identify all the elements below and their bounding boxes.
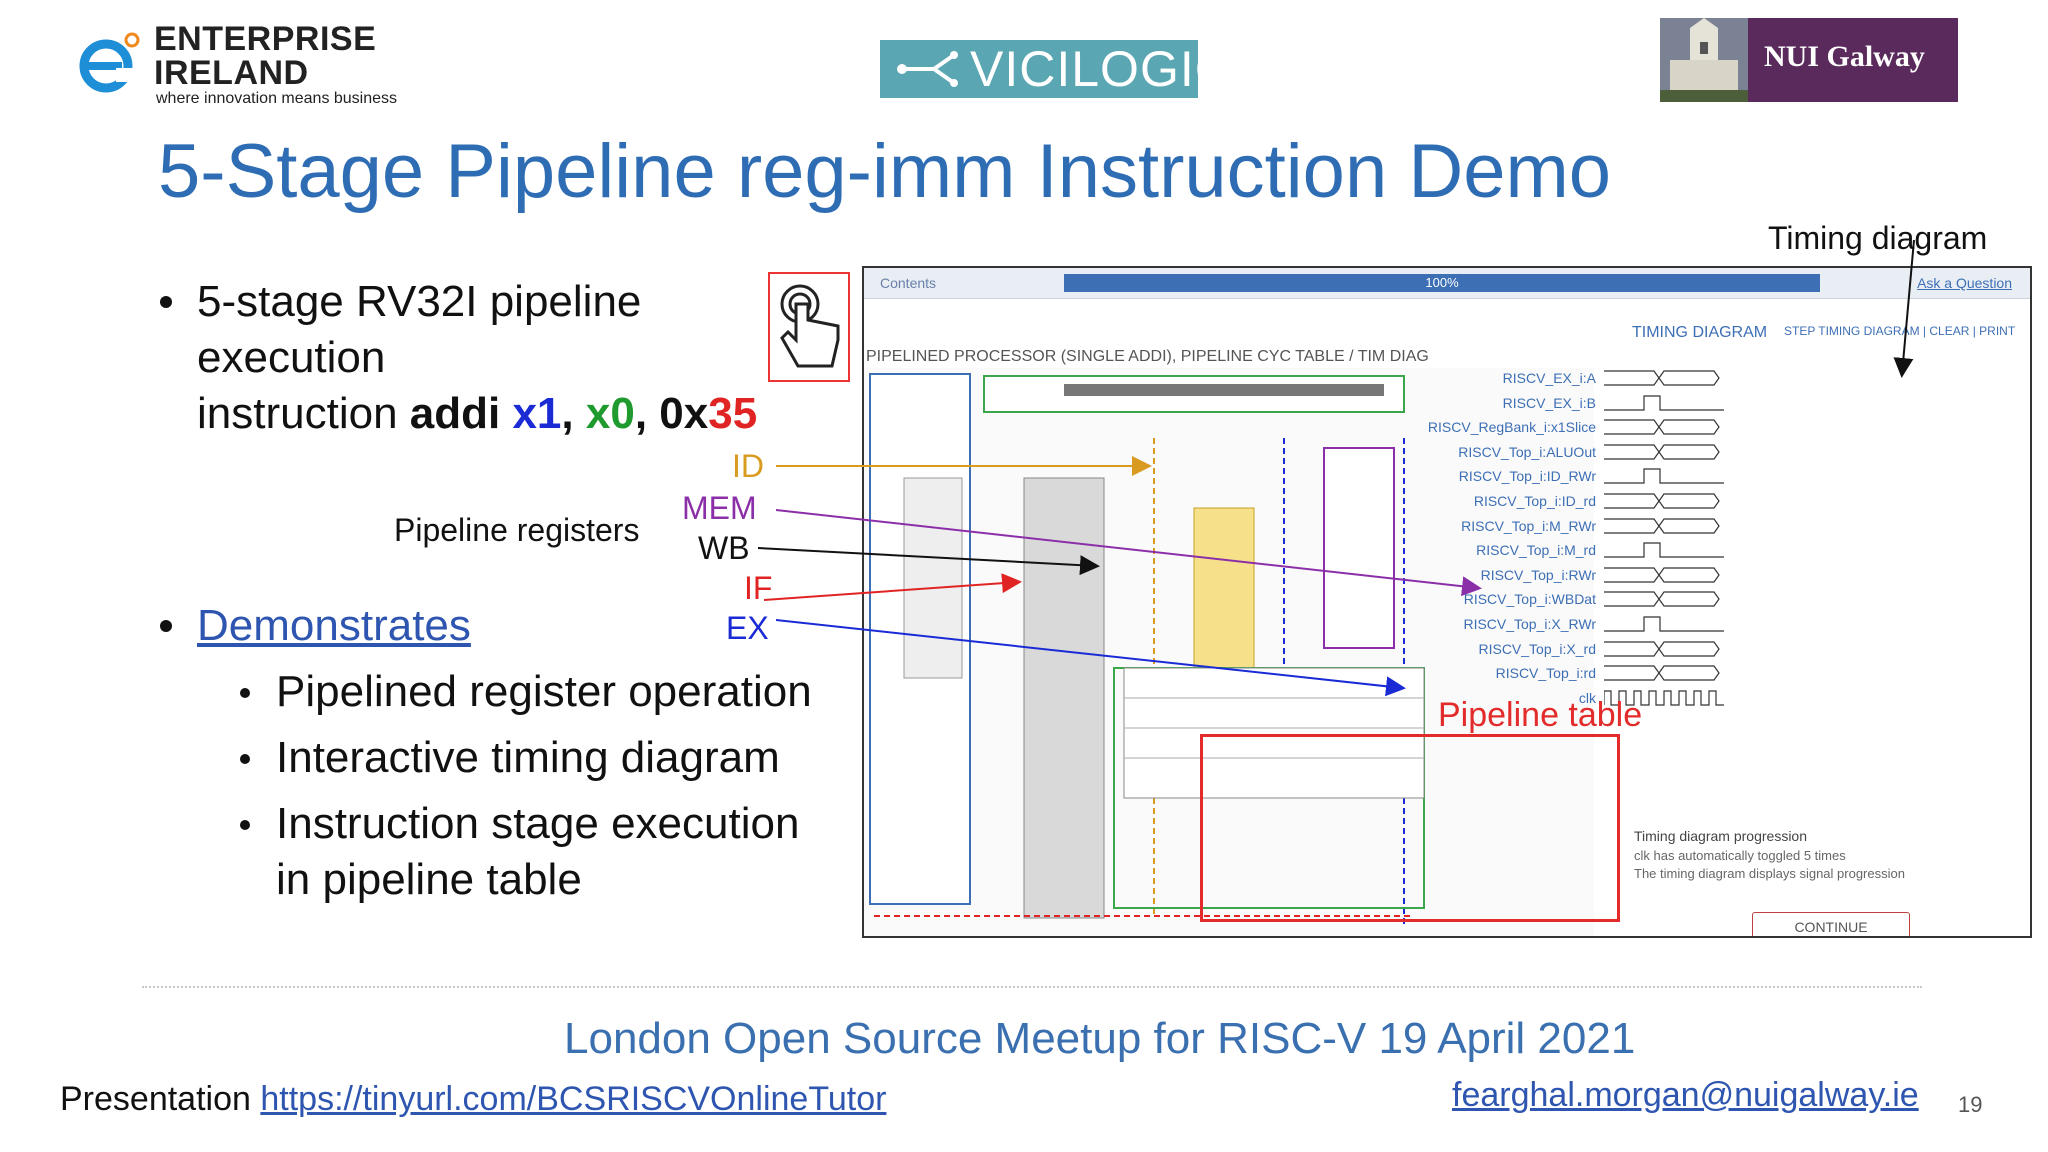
- instruction-prefix: instruction: [197, 389, 410, 438]
- timing-waveform: [1604, 591, 1720, 607]
- bullet-dot: [240, 820, 250, 830]
- page-number: 19: [1958, 1092, 1983, 1117]
- progression-line-2: The timing diagram displays signal progr…: [1634, 866, 1905, 881]
- progression-title: Timing diagram progression: [1634, 828, 1807, 844]
- panel-topbar: Contents 100% Ask a Question: [864, 268, 2030, 299]
- timing-signal-label: RISCV_Top_i:ID_rd: [1473, 493, 1596, 509]
- timing-waveform: [1604, 394, 1724, 411]
- arrow-if: [763, 573, 1022, 601]
- email-link[interactable]: fearghal.morgan@nuigalway.ie: [1452, 1076, 1919, 1114]
- event-title: London Open Source Meetup for RISC-V 19 …: [564, 1014, 1636, 1063]
- timing-waveform: [1604, 493, 1720, 509]
- timing-signal-label: RISCV_Top_i:RWr: [1480, 566, 1596, 583]
- timing-signal-label: RISCV_Top_i:WBDat: [1463, 591, 1596, 608]
- timing-waveform: [1604, 370, 1720, 386]
- pipeline-table-box: [1200, 734, 1620, 922]
- progression-line-1: clk has automatically toggled 5 times: [1634, 848, 1846, 863]
- presentation-link[interactable]: https://tinyurl.com/BCSRISCVOnlineTutor: [260, 1080, 887, 1118]
- timing-waveform: [1604, 640, 1720, 657]
- ei-name-line2: IRELAND: [154, 54, 309, 92]
- timing-signal-label: RISCV_EX_i:A: [1502, 370, 1596, 386]
- nui-tower-icon: [1660, 18, 1748, 102]
- timing-signal-label: RISCV_Top_i:M_rd: [1476, 542, 1596, 559]
- diagram-title: PIPELINED PROCESSOR (SINGLE ADDI), PIPEL…: [866, 348, 1429, 365]
- timing-signal-label: clk: [1578, 689, 1596, 706]
- sub-bullet-table: Instruction stage execution in pipeline …: [276, 796, 799, 908]
- timing-waveform: [1604, 616, 1724, 632]
- footer-divider: [142, 986, 1922, 988]
- progress-bar: 100%: [1064, 274, 1820, 292]
- bullet-line-3: instruction addi x1, x0, 0x35: [197, 386, 757, 442]
- timing-waveform: [1604, 665, 1720, 681]
- timing-signal-label: RISCV_Top_i:ALUOut: [1458, 443, 1596, 460]
- timing-signal-label: RISCV_Top_i:X_RWr: [1463, 616, 1596, 632]
- hand-click-icon[interactable]: [768, 272, 850, 382]
- timing-waveform: [1604, 542, 1724, 558]
- bullet-dot: [160, 620, 172, 632]
- addi-mnemonic: addi: [409, 389, 513, 438]
- imm-value: 35: [708, 389, 758, 438]
- timing-diagram-toggle[interactable]: TIMING DIAGRAM: [1632, 324, 1768, 341]
- arrow-timing: [1893, 239, 1915, 378]
- ei-name-line1: ENTERPRISE: [154, 20, 377, 58]
- timing-waveform: [1604, 419, 1720, 435]
- presentation-label: Presentation: [60, 1080, 261, 1118]
- ei-tagline: where innovation means business: [156, 90, 398, 107]
- sub-bullet-register: Pipelined register operation: [276, 667, 812, 716]
- imm-prefix: 0x: [659, 389, 709, 438]
- timing-signal-label: RISCV_Top_i:ID_RWr: [1458, 468, 1596, 485]
- reg-x1: x1: [512, 389, 562, 438]
- bullet-dot: [160, 296, 172, 308]
- continue-button[interactable]: CONTINUE: [1752, 912, 1910, 936]
- arrow-wb: [757, 547, 1100, 576]
- sub-bullet-timing: Interactive timing diagram: [276, 733, 780, 782]
- label-wb: WB: [698, 530, 750, 566]
- timing-waveform: [1604, 468, 1724, 484]
- arrow-ex: [775, 619, 1406, 697]
- vicilogic-logo: VICILOGIC: [880, 40, 1231, 98]
- label-timing-diagram: Timing diagram: [1768, 220, 1988, 256]
- timing-waveform: [1604, 517, 1720, 534]
- enterprise-ireland-logo: ENTERPRISE IRELAND where innovation mean…: [78, 20, 398, 110]
- vicilogic-screenshot: Contents 100% Ask a Question PIPELINED P…: [862, 266, 2032, 938]
- timing-waveform: [1604, 690, 1724, 706]
- timing-waveform: [1604, 444, 1720, 460]
- demonstrates-link[interactable]: Demonstrates: [197, 601, 471, 650]
- label-mem: MEM: [682, 490, 757, 526]
- sub-bullet-table-l2: in pipeline table: [276, 855, 582, 904]
- nui-galway-logo: NUI Galway: [1660, 18, 1958, 102]
- slide-title: 5-Stage Pipeline reg-imm Instruction Dem…: [158, 129, 1612, 214]
- sub-bullet-table-l1: Instruction stage execution: [276, 799, 800, 848]
- vicilogic-network-icon: [897, 51, 958, 87]
- ask-question-link[interactable]: Ask a Question: [1917, 275, 2012, 291]
- timing-waveform: [1604, 567, 1720, 583]
- timing-signal-label: RISCV_Top_i:rd: [1495, 665, 1596, 682]
- separator-1: ,: [561, 389, 586, 438]
- timing-signal-label: RISCV_RegBank_i:x1Slice: [1427, 419, 1596, 436]
- timing-signal-label: RISCV_EX_i:B: [1502, 394, 1596, 411]
- processor-schematic: [864, 368, 1594, 936]
- bullet-line-1: 5-stage RV32I pipeline: [197, 277, 642, 326]
- nui-galway-text: NUI Galway: [1764, 40, 1925, 73]
- timing-diagram-links[interactable]: STEP TIMING DIAGRAM | CLEAR | PRINT: [1784, 324, 2016, 338]
- bullet-pipeline: 5-stage RV32I pipeline execution instruc…: [197, 274, 757, 442]
- contents-link[interactable]: Contents: [880, 275, 937, 291]
- timing-signal-label: RISCV_Top_i:X_rd: [1478, 640, 1596, 657]
- bullet-dot: [240, 754, 250, 764]
- bullet-line-2: execution: [197, 333, 386, 382]
- label-pipeline-table: Pipeline table: [1438, 696, 1643, 734]
- bullet-dot: [240, 688, 250, 698]
- timing-signal-label: RISCV_Top_i:M_RWr: [1461, 517, 1596, 534]
- presentation-line: Presentation https://tinyurl.com/BCSRISC…: [60, 1080, 886, 1119]
- vicilogic-text: VICILOGIC: [970, 41, 1232, 97]
- label-pipeline-registers: Pipeline registers: [394, 512, 640, 548]
- reg-x0: x0: [585, 389, 635, 438]
- enterprise-ireland-mark-icon: [79, 32, 140, 93]
- separator-2: ,: [634, 389, 660, 438]
- arrow-mem: [775, 509, 1482, 597]
- label-ex: EX: [726, 610, 769, 646]
- label-id: ID: [732, 448, 764, 484]
